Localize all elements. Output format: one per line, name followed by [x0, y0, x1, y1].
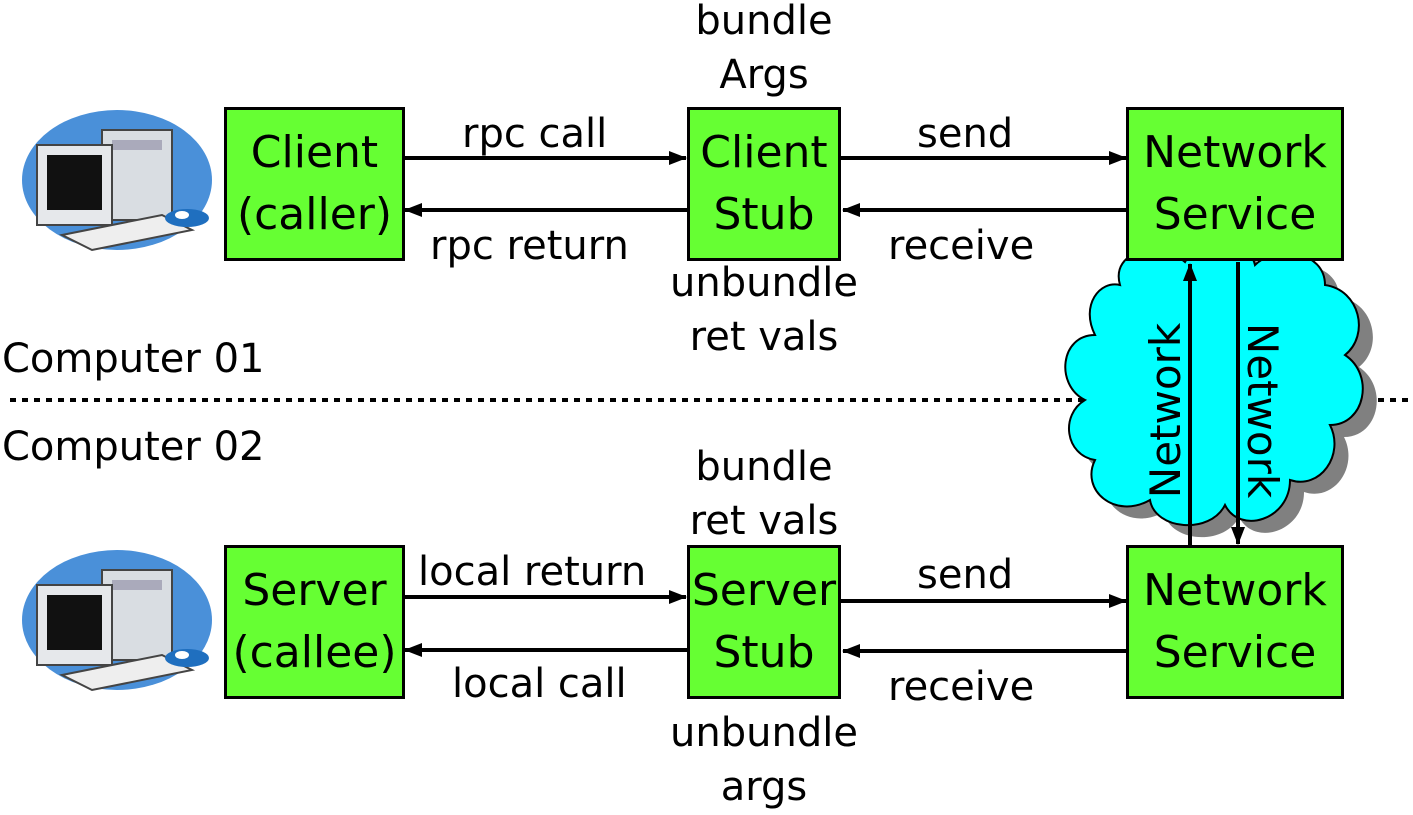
- computer-01-label: Computer 01: [2, 336, 265, 382]
- network-service-top-line2: Service: [1153, 189, 1317, 240]
- network-service-bottom-line2: Service: [1153, 627, 1317, 678]
- note-bundle-args-line1: bundle: [695, 0, 833, 44]
- network-label-up: Network: [1140, 322, 1190, 498]
- note-bundle-args: bundle Args: [664, 0, 864, 102]
- network-service-bottom-line1: Network: [1143, 565, 1327, 616]
- receive-label-top: receive: [888, 223, 1035, 269]
- note-unbundle-args: unbundle args: [664, 706, 864, 814]
- note-bundle-ret-vals: bundle ret vals: [664, 440, 864, 548]
- server-box: Server (callee): [224, 545, 405, 699]
- note-bundle-ret-vals-line1: bundle: [695, 444, 833, 490]
- network-service-top-line1: Network: [1143, 127, 1327, 178]
- local-return-label: local return: [418, 549, 647, 595]
- client-stub-line2: Stub: [713, 189, 815, 240]
- server-stub-line1: Server: [691, 565, 837, 616]
- note-unbundle-args-line2: args: [720, 764, 808, 810]
- client-stub-box: Client Stub: [687, 107, 841, 261]
- note-unbundle-ret-vals: unbundle ret vals: [664, 256, 864, 364]
- network-cloud: [1064, 242, 1377, 538]
- network-label-down: Network: [1237, 322, 1287, 498]
- rpc-return-label: rpc return: [430, 223, 629, 269]
- receive-label-bottom: receive: [888, 664, 1035, 710]
- rpc-call-label: rpc call: [462, 111, 608, 157]
- note-unbundle-ret-vals-line1: unbundle: [670, 260, 858, 306]
- computer-02-label: Computer 02: [2, 424, 265, 470]
- send-label-top: send: [917, 111, 1014, 157]
- server-stub-box: Server Stub: [687, 545, 841, 699]
- note-unbundle-args-line1: unbundle: [670, 710, 858, 756]
- client-line2: (caller): [236, 189, 393, 240]
- server-line2: (callee): [232, 627, 397, 678]
- computer-icon: [22, 110, 212, 252]
- send-label-bottom: send: [917, 552, 1014, 598]
- server-line1: Server: [242, 565, 387, 616]
- client-box: Client (caller): [224, 107, 405, 261]
- network-service-box-bottom: Network Service: [1126, 545, 1344, 699]
- local-call-label: local call: [452, 661, 627, 707]
- computer-icon: [22, 550, 212, 692]
- note-unbundle-ret-vals-line2: ret vals: [689, 314, 839, 360]
- client-line1: Client: [250, 127, 379, 178]
- network-service-box-top: Network Service: [1126, 107, 1344, 261]
- note-bundle-args-line2: Args: [719, 52, 809, 98]
- note-bundle-ret-vals-line2: ret vals: [689, 498, 839, 544]
- server-stub-line2: Stub: [713, 627, 815, 678]
- client-stub-line1: Client: [700, 127, 828, 178]
